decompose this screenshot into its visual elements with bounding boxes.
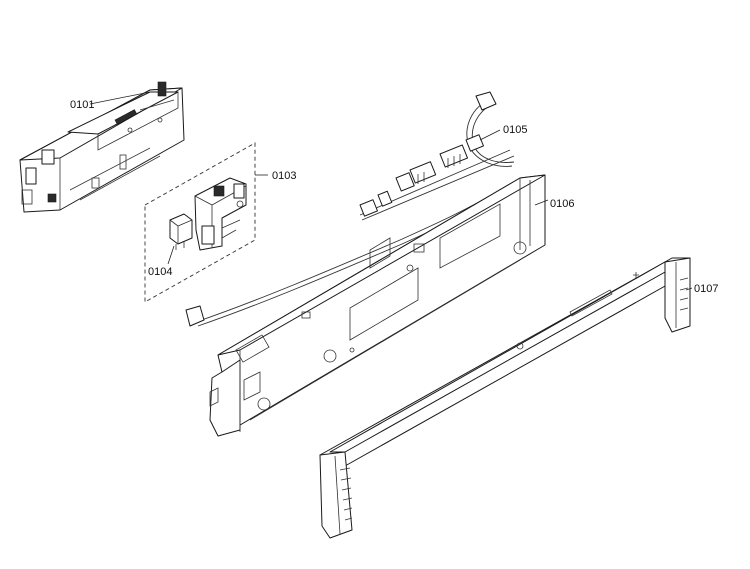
callout-0104: 0104 [148,266,172,278]
part-0107-trim-bracket[interactable] [319,257,691,539]
part-0103-switch[interactable] [194,177,247,251]
callout-0101: 0101 [70,99,94,111]
leader-lines [89,91,693,291]
callout-0103: 0103 [272,170,296,182]
callout-0106: 0106 [550,198,574,210]
callout-labels: 0101 0103 0104 0105 0106 0107 [70,99,718,295]
leader-0104 [167,245,175,265]
leader-0106 [534,199,549,206]
part-0105-wiring-harness[interactable] [185,91,515,327]
leader-0105 [479,129,501,141]
group-0103-boundary [144,142,256,303]
leader-0101 [89,91,151,105]
callout-0107: 0107 [694,283,718,295]
callout-0105: 0105 [503,124,527,136]
part-0104-relay[interactable] [169,213,193,250]
part-0101-control-module[interactable] [19,81,185,213]
leader-0107 [685,287,693,291]
part-0106-panel-frame[interactable] [209,174,546,437]
